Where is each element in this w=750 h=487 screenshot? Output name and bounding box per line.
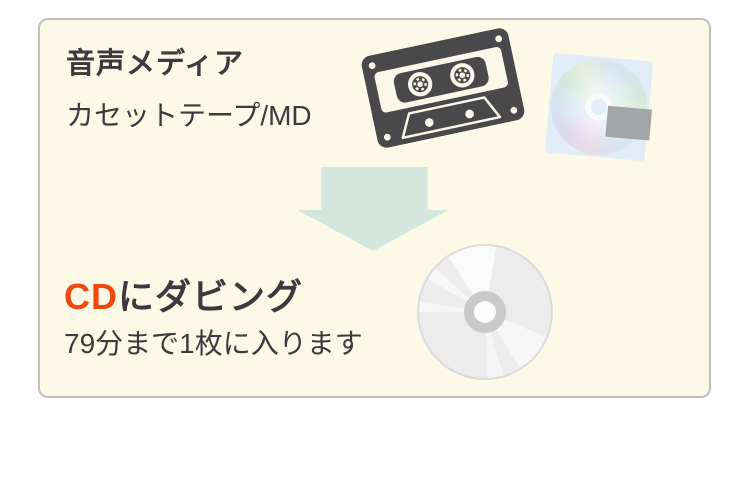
cd-disc-icon <box>417 244 553 380</box>
cassette-tape-icon <box>360 26 526 149</box>
down-arrow-icon <box>297 167 449 251</box>
dubbing-info-card: 音声メディア カセットテープ/MD <box>38 18 711 398</box>
minidisc-shutter <box>605 105 652 141</box>
cd-hub-icon <box>464 291 506 333</box>
source-media-subtitle: カセットテープ/MD <box>66 100 312 131</box>
destination-title-highlight: CD <box>64 276 118 317</box>
destination-subtitle: 79分まで1枚に入ります <box>64 328 363 359</box>
source-media-title: 音声メディア <box>66 48 244 80</box>
minidisc-icon <box>544 52 654 162</box>
destination-title-rest: にダビング <box>118 276 304 317</box>
destination-title: CDにダビング <box>64 279 303 315</box>
